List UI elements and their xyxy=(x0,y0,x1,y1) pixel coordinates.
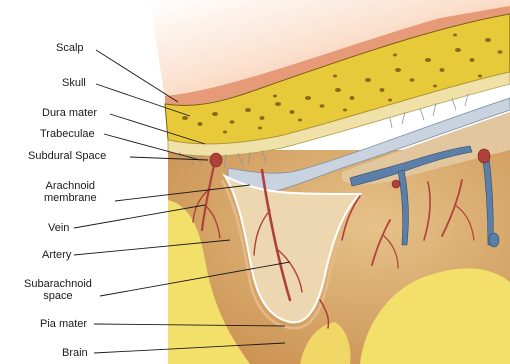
label-pia-mater: Pia mater xyxy=(40,318,87,330)
label-brain: Brain xyxy=(62,347,88,359)
label-arachnoid-membrane: Arachnoid membrane xyxy=(44,180,97,204)
label-subarachnoid-space: Subarachnoid space xyxy=(24,278,92,302)
label-trabeculae: Trabeculae xyxy=(40,128,95,140)
label-skull: Skull xyxy=(62,77,86,89)
label-subdural-space: Subdural Space xyxy=(28,150,106,162)
label-subarachnoid-line2: space xyxy=(24,290,92,302)
label-dura-mater: Dura mater xyxy=(42,107,97,119)
label-scalp: Scalp xyxy=(56,42,84,54)
label-artery: Artery xyxy=(42,249,71,261)
label-subarachnoid-line1: Subarachnoid xyxy=(24,278,92,290)
label-vein: Vein xyxy=(48,222,69,234)
label-arachnoid-line2: membrane xyxy=(44,192,97,204)
label-arachnoid-line1: Arachnoid xyxy=(44,180,97,192)
